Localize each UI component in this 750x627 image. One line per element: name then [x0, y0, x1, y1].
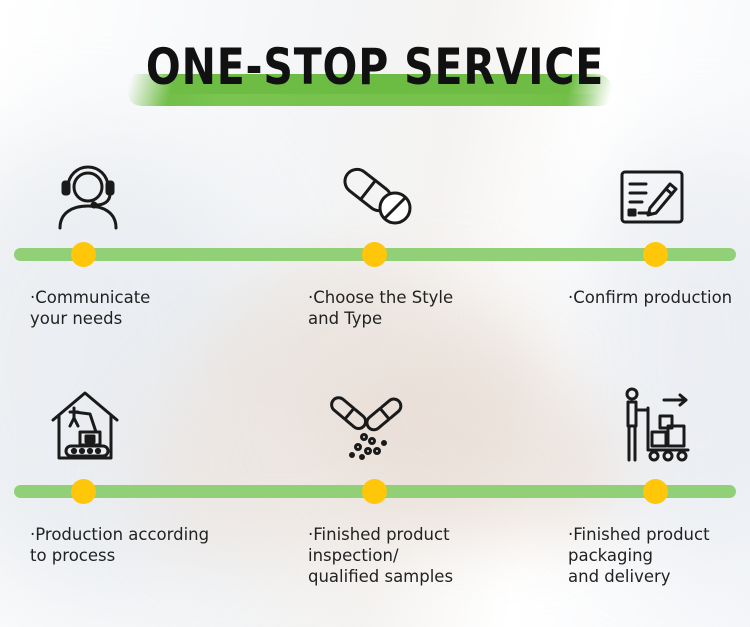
delivery-trolley-icon — [620, 386, 692, 464]
step-label-4: ·Production according to process — [30, 525, 210, 565]
timeline-dot-step6 — [643, 479, 668, 504]
timeline-dot-step1 — [71, 242, 96, 267]
timeline-dot-step4 — [71, 479, 96, 504]
page-title: ONE-STOP SERVICE — [145, 38, 605, 96]
step-label-6: ·Finished product packaging and delivery — [568, 525, 710, 586]
step-label-3: ·Confirm production — [568, 288, 733, 307]
timeline-dot-step5 — [362, 479, 387, 504]
capsule-pill-icon — [340, 164, 416, 228]
contract-sign-icon — [620, 170, 686, 226]
green-brush-stroke-underlay — [150, 94, 600, 106]
step-label-2: ·Choose the Style and Type — [308, 288, 454, 328]
step-label-1: ·Communicate your needs — [30, 288, 151, 328]
page-header: ONE-STOP SERVICE — [0, 28, 750, 120]
factory-machine-icon — [50, 390, 120, 462]
step-label-5: ·Finished product inspection/ qualified … — [308, 525, 454, 586]
customer-service-headset-icon — [54, 160, 122, 230]
timeline-dot-step2 — [362, 242, 387, 267]
capsule-inspection-icon — [330, 395, 404, 461]
timeline-dot-step3 — [643, 242, 668, 267]
